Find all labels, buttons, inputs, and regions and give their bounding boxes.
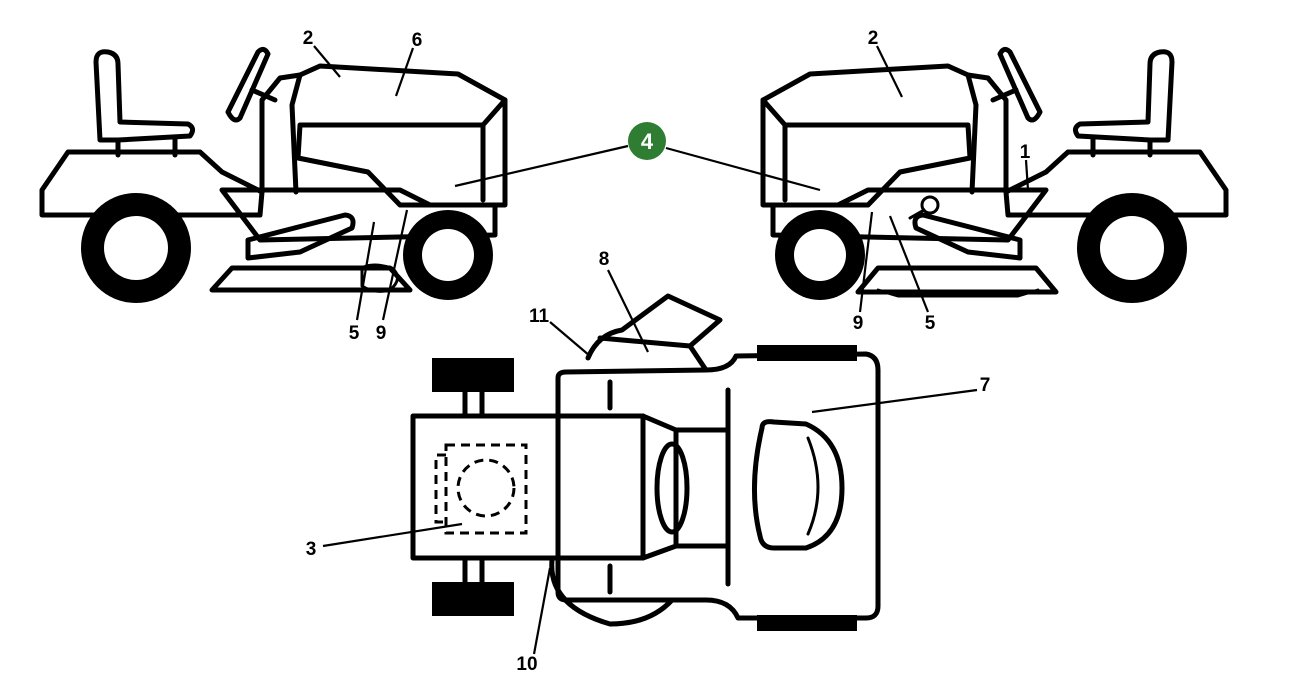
left-hood [295,63,508,208]
callout-2-left: 2 [303,28,314,49]
callout-8: 8 [599,249,610,270]
top-steering-wheel [654,441,690,535]
callout-4-badge: 4 [628,122,666,160]
callout-1: 1 [1020,142,1031,163]
callout-5-right: 5 [925,313,936,334]
callout-5-left: 5 [349,323,360,344]
top-body [555,351,881,621]
leader-lines [313,45,1030,655]
top-rear-tire-lower [432,582,514,616]
left-rear-fender [39,149,265,218]
top-discharge-chute [585,293,723,373]
callout-10: 10 [516,654,537,675]
top-hood-grille [751,419,845,551]
callout-6: 6 [412,30,423,51]
top-rear-deck [410,413,646,561]
callout-9-right: 9 [853,313,864,334]
left-frame [219,187,498,243]
left-seat [93,49,196,143]
callout-4: 4 [641,129,654,154]
badge-circle [628,122,666,160]
top-rear-tire-upper [432,358,514,392]
right-side-view-tractor [760,46,1229,303]
left-side-view-tractor [39,46,508,303]
callout-7: 7 [980,375,991,396]
callout-9-left: 9 [376,323,387,344]
top-view-tractor [410,293,881,631]
callout-numbers: 2 6 2 1 5 9 9 5 8 11 7 3 10 [303,28,1031,675]
callout-2-right: 2 [868,28,879,49]
left-mower-deck [209,265,413,293]
callout-11: 11 [529,306,550,327]
callout-3: 3 [306,539,317,560]
left-steering-wheel [225,46,271,123]
